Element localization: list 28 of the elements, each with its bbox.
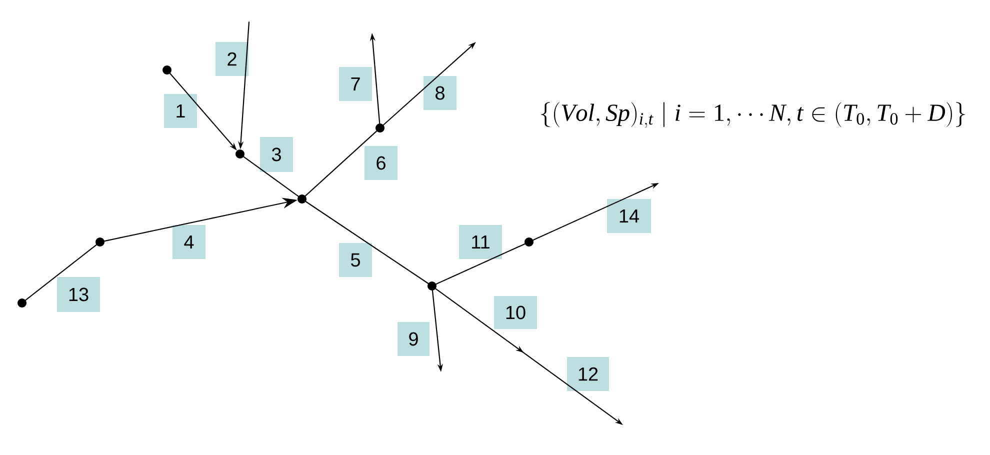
callout-number: 12 (567, 357, 609, 391)
callout-number: 1 (164, 94, 197, 128)
junction-dot (162, 66, 172, 74)
callout-number: 5 (339, 243, 372, 277)
formula: $\bigg\{(Vol,Sp)_{i,t}\mid i=1,\cdots N,t\in(T_0,T_0+D)\bigg\}$ (541, 102, 965, 128)
junction-dot (236, 150, 244, 158)
callout-number: 14 (607, 199, 651, 233)
callout-number: 11 (459, 225, 502, 259)
junction-dot (18, 298, 26, 308)
junction-dot (524, 238, 534, 246)
junction-dot (376, 124, 384, 132)
callout-number: 6 (364, 146, 398, 180)
callout-number: 8 (424, 76, 456, 110)
connector-line (305, 201, 429, 284)
junction-dot (96, 238, 104, 246)
connector-line (243, 156, 299, 197)
callout-number: 4 (172, 225, 206, 259)
connector-line (304, 130, 378, 196)
junction-dot (298, 194, 306, 204)
callout-number: 7 (339, 67, 372, 101)
callout-number: 3 (260, 137, 293, 172)
connector-line (436, 243, 526, 285)
junction-dot (428, 282, 436, 290)
callout-number: 13 (57, 277, 100, 312)
callout-number: 2 (216, 42, 248, 76)
connector-line (25, 244, 97, 301)
callout-number: 9 (398, 322, 430, 356)
callout-number: 10 (494, 296, 537, 329)
